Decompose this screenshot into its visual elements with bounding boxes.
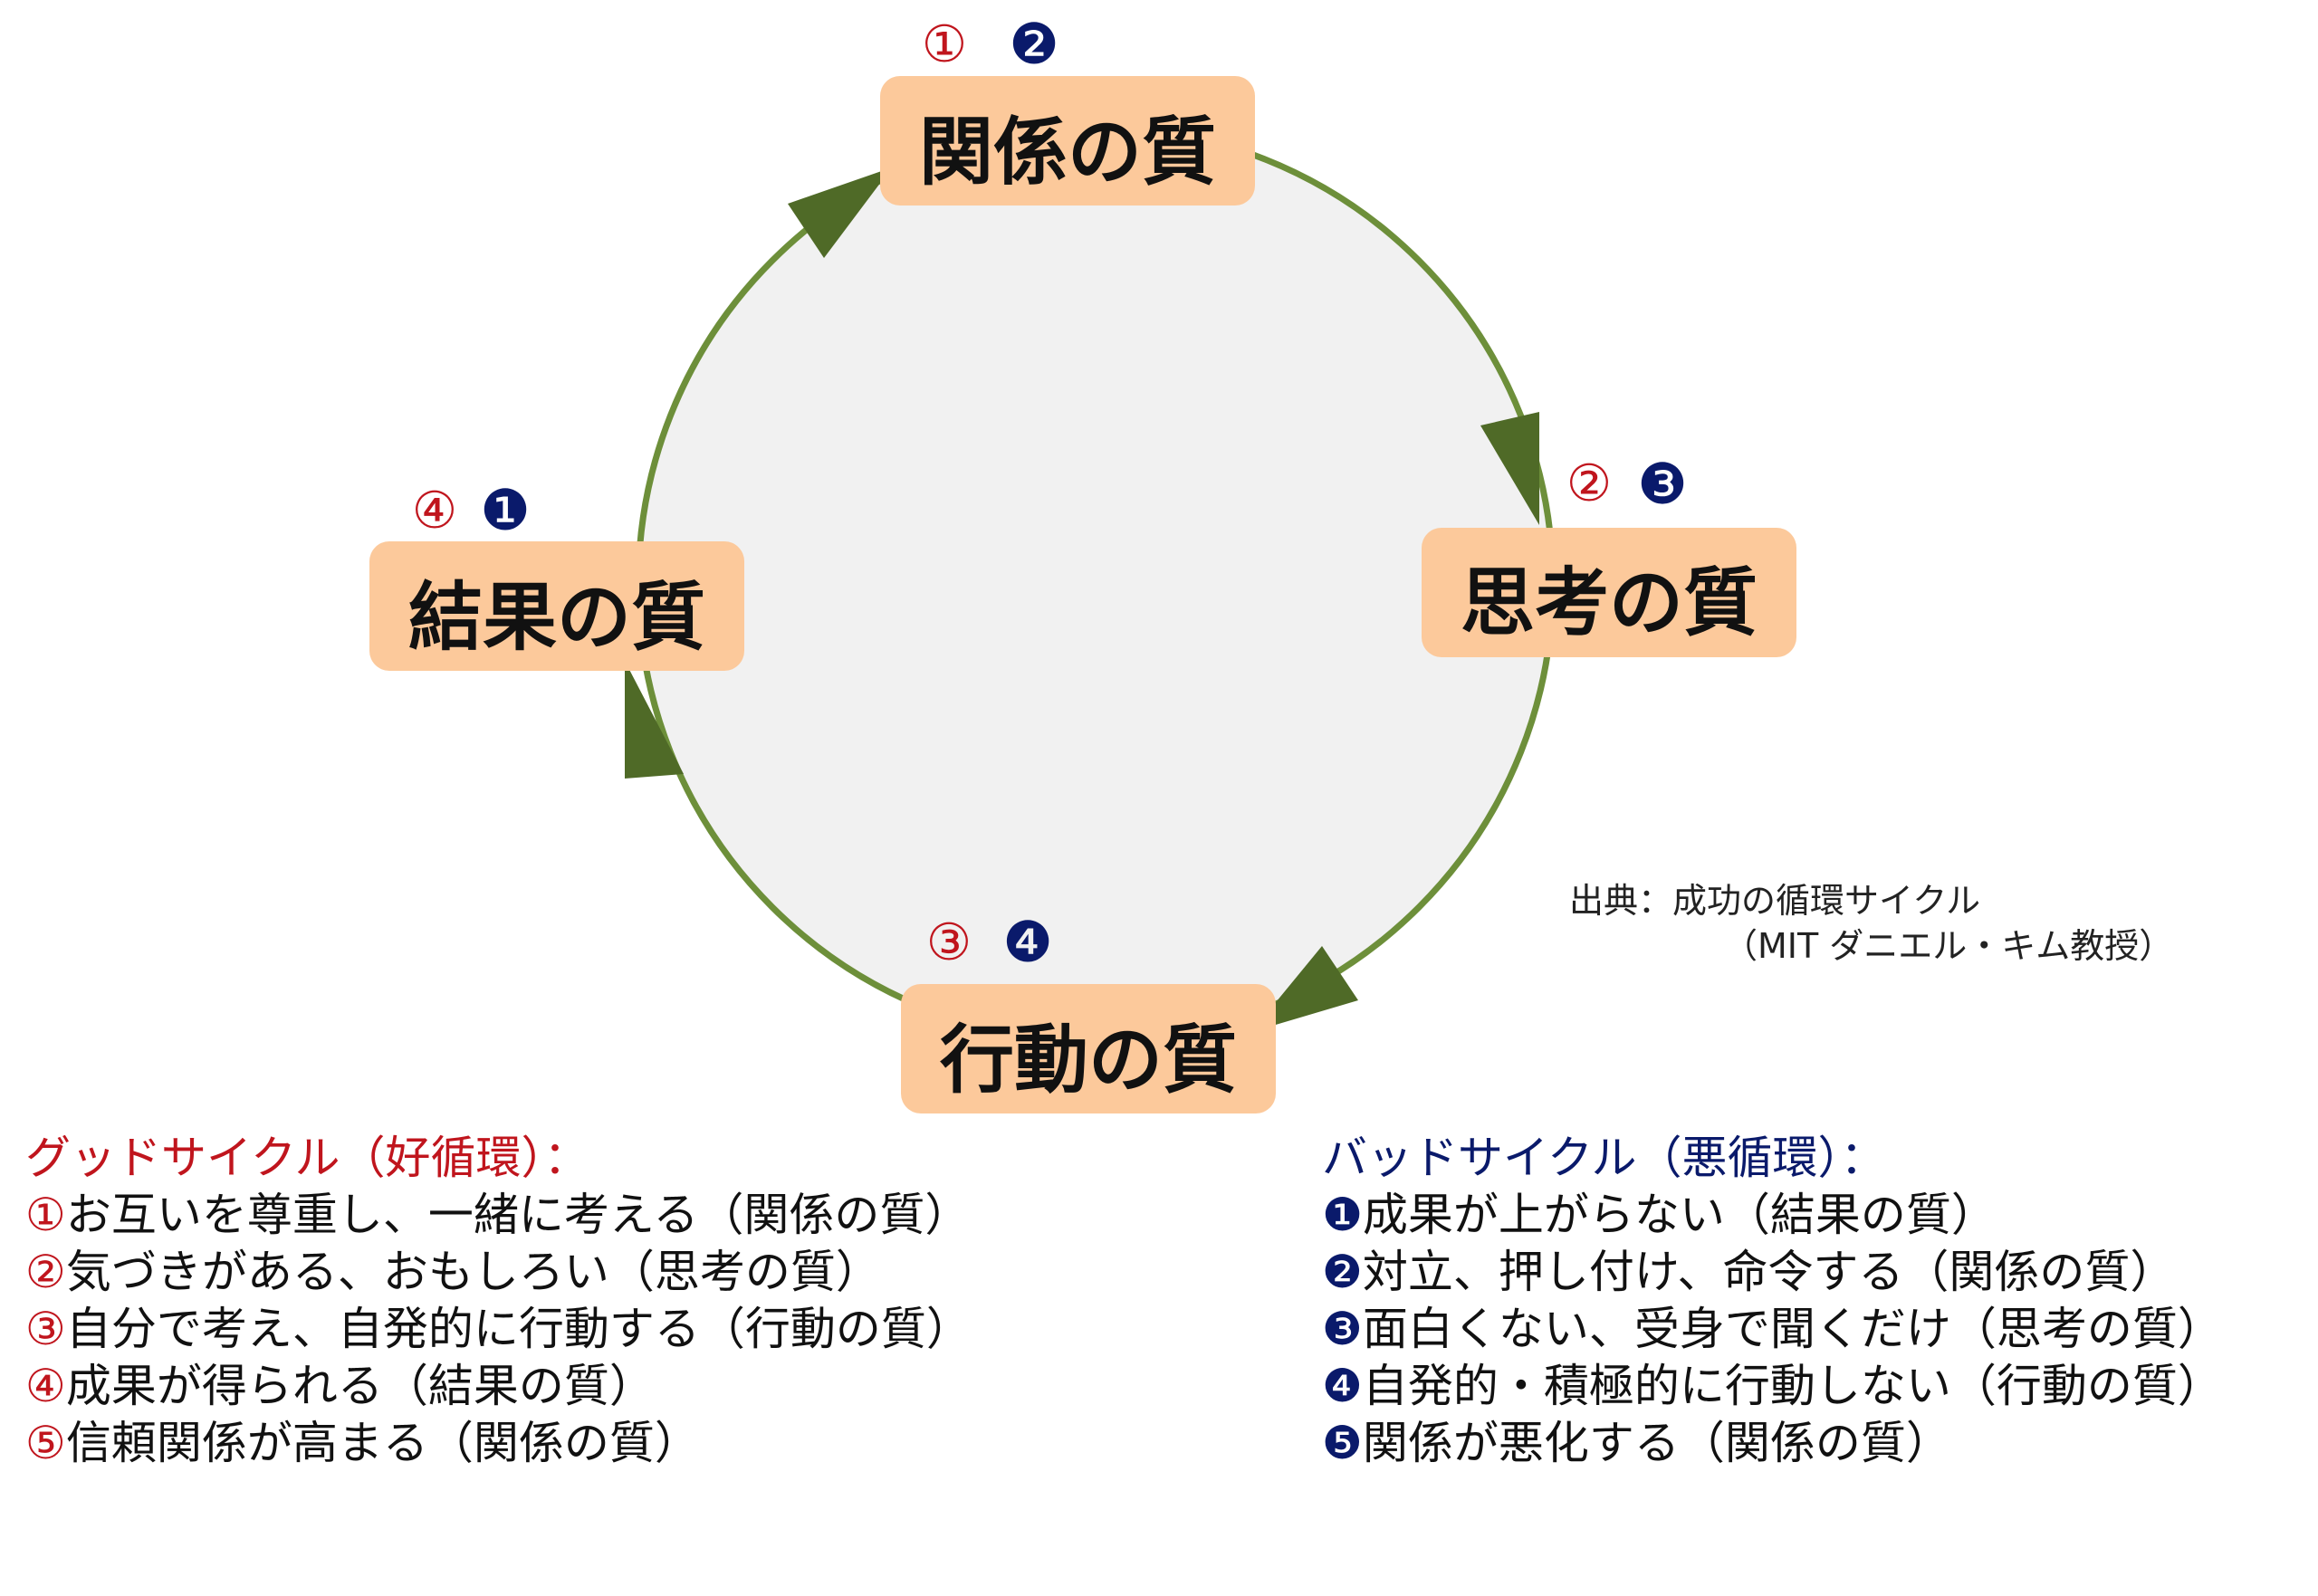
source-line-1: 出典：成功の循環サイクル <box>1569 881 1981 921</box>
number-blue: ❸ <box>1637 451 1688 517</box>
bad-cycle-list: バッドサイクル（悪循環）： ❶成果が上がらない（結果の質） ❷対立、押し付け、命… <box>1322 1130 2223 1472</box>
item-text: 気づきがある、おもしろい（思考の質） <box>65 1246 881 1298</box>
list-item: ⑤信頼関係が高まる（関係の質） <box>25 1415 972 1472</box>
number-red: ② <box>1566 454 1612 513</box>
item-number: ② <box>25 1246 66 1298</box>
node-result: 結果の質 ④ ❶ <box>369 477 744 671</box>
list-item: ❷対立、押し付け、命令する（関係の質） <box>1322 1244 2223 1301</box>
arrowhead-to-action-icon <box>1251 946 1358 1032</box>
list-item: ①お互いを尊重し、一緒に考える（関係の質） <box>25 1187 972 1244</box>
item-number: ③ <box>25 1303 66 1355</box>
number-red: ③ <box>926 913 972 972</box>
item-number: ① <box>25 1189 66 1241</box>
node-action: 行動の質 ③ ❹ <box>901 909 1276 1113</box>
item-number: ❺ <box>1322 1417 1363 1469</box>
number-red: ① <box>922 15 967 74</box>
item-number: ④ <box>25 1360 66 1412</box>
list-item: ④成果が得られる（結果の質） <box>25 1358 972 1415</box>
list-item: ❺関係が悪化する（関係の質） <box>1322 1415 2223 1472</box>
item-text: お互いを尊重し、一緒に考える（関係の質） <box>65 1189 971 1241</box>
item-text: 自分で考え、自発的に行動する（行動の質） <box>65 1303 972 1355</box>
item-number: ❹ <box>1322 1360 1363 1412</box>
cycle-diagram: 関係の質 ① ❷ 思考の質 ② ❸ 行動の質 ③ ❹ 結果の質 ④ ❶ <box>369 11 1796 1113</box>
item-text: 対立、押し付け、命令する（関係の質） <box>1362 1246 2176 1298</box>
node-label: 思考の質 <box>1461 560 1758 646</box>
node-label: 関係の質 <box>919 110 1216 196</box>
item-number: ❶ <box>1322 1189 1363 1241</box>
number-red: ④ <box>412 482 457 540</box>
list-item: ❸面白くない、受身で聞くだけ（思考の質） <box>1322 1301 2223 1358</box>
node-thinking: 思考の質 ② ❸ <box>1422 451 1796 657</box>
node-box <box>880 76 1255 205</box>
item-text: 成果が上がらない（結果の質） <box>1362 1189 1997 1241</box>
node-label: 行動の質 <box>940 1018 1237 1104</box>
node-relationship: 関係の質 ① ❷ <box>880 11 1255 205</box>
item-text: 自発的・積極的に行動しない（行動の質） <box>1362 1360 2223 1412</box>
number-blue: ❷ <box>1009 11 1059 77</box>
item-text: 成果が得られる（結果の質） <box>65 1360 655 1412</box>
list-item: ❹自発的・積極的に行動しない（行動の質） <box>1322 1358 2223 1415</box>
item-text: 面白くない、受身で聞くだけ（思考の質） <box>1362 1303 2223 1355</box>
good-cycle-list: グッドサイクル（好循環）： ①お互いを尊重し、一緒に考える（関係の質） ②気づき… <box>25 1130 972 1472</box>
node-box <box>1422 528 1796 657</box>
item-number: ❷ <box>1322 1246 1363 1298</box>
source-note: 出典：成功の循環サイクル （MIT ダニエル・キム教授） <box>1569 878 2173 969</box>
list-item: ②気づきがある、おもしろい（思考の質） <box>25 1244 972 1301</box>
node-label: 結果の質 <box>408 575 705 661</box>
number-blue: ❹ <box>1002 909 1053 975</box>
arrowhead-to-relationship-icon <box>788 167 892 258</box>
list-item: ❶成果が上がらない（結果の質） <box>1322 1187 2223 1244</box>
cycle-circle <box>635 123 1557 1045</box>
arrowhead-to-thinking-icon <box>1480 412 1539 525</box>
item-text: 関係が悪化する（関係の質） <box>1362 1417 1951 1469</box>
arrowhead-to-result-icon <box>625 661 684 779</box>
node-box <box>901 984 1276 1113</box>
list-item: ③自分で考え、自発的に行動する（行動の質） <box>25 1301 972 1358</box>
bad-cycle-title: バッドサイクル（悪循環）： <box>1322 1132 1886 1184</box>
item-number: ❸ <box>1322 1303 1363 1355</box>
number-blue: ❶ <box>480 477 531 543</box>
node-box <box>369 541 744 671</box>
item-text: 信頼関係が高まる（関係の質） <box>65 1417 700 1469</box>
source-line-2: （MIT ダニエル・キム教授） <box>1723 926 2174 966</box>
good-cycle-title: グッドサイクル（好循環）： <box>25 1132 589 1184</box>
item-number: ⑤ <box>25 1417 66 1469</box>
